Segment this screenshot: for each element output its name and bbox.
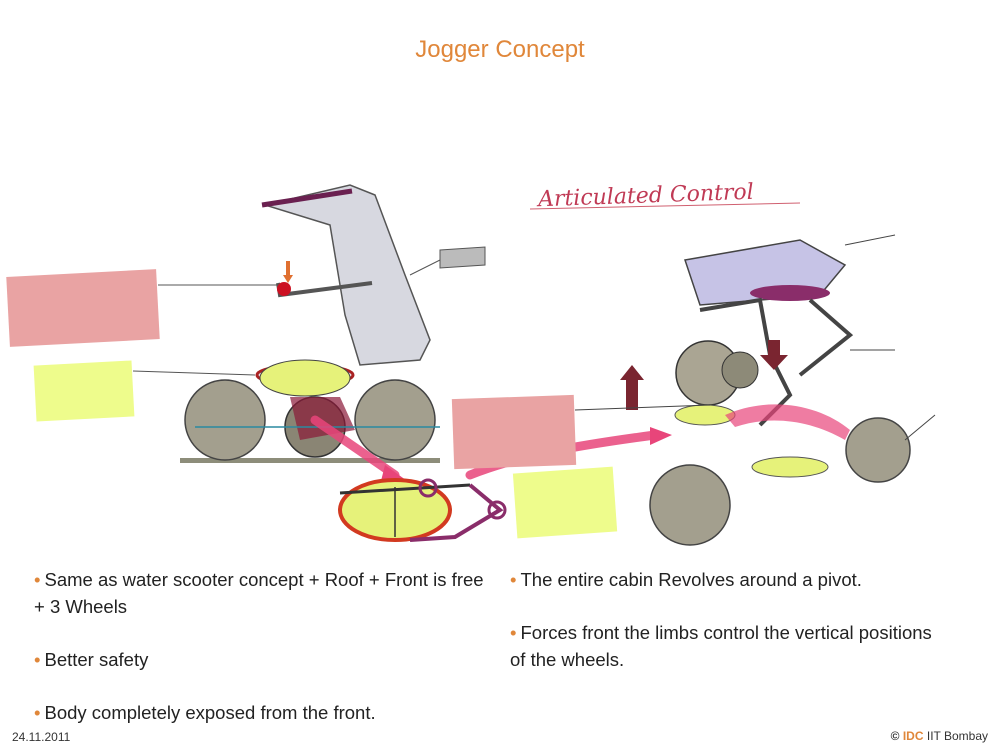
pedal-mechanism-sketch xyxy=(338,394,618,542)
bullet-dot: • xyxy=(510,622,517,643)
bullet-dot: • xyxy=(510,569,517,590)
left-bullet-list: •Same as water scooter concept + Roof + … xyxy=(34,566,494,752)
copyright-icon: © xyxy=(890,729,900,743)
footer-brand: © IDC IIT Bombay xyxy=(891,729,988,743)
bullet-item: •Body completely exposed from the front. xyxy=(34,702,376,723)
bullet-item: •Same as water scooter concept + Roof + … xyxy=(34,569,484,617)
left-vehicle-sketch xyxy=(6,184,486,463)
arrow-head-right xyxy=(650,427,672,445)
footer-date: 24.11.2011 xyxy=(12,730,71,744)
bullet-dot: • xyxy=(34,569,41,590)
right-vehicle-sketch xyxy=(574,234,936,546)
bullet-item: •Better safety xyxy=(34,649,149,670)
right-bullet-list: •The entire cabin Revolves around a pivo… xyxy=(510,566,950,699)
bullet-dot: • xyxy=(34,649,41,670)
slide-title: Jogger Concept xyxy=(415,36,585,63)
bullet-item: •Forces front the limbs control the vert… xyxy=(510,622,932,670)
bullet-dot: • xyxy=(34,702,41,723)
idc-logo: IDC xyxy=(902,729,924,743)
articulated-control-heading: Articulated Control xyxy=(536,180,754,213)
jogger-concept-sketch: Articulated Control xyxy=(6,180,936,546)
institute-name: IIT Bombay xyxy=(926,729,988,743)
bullet-item: •The entire cabin Revolves around a pivo… xyxy=(510,569,862,590)
